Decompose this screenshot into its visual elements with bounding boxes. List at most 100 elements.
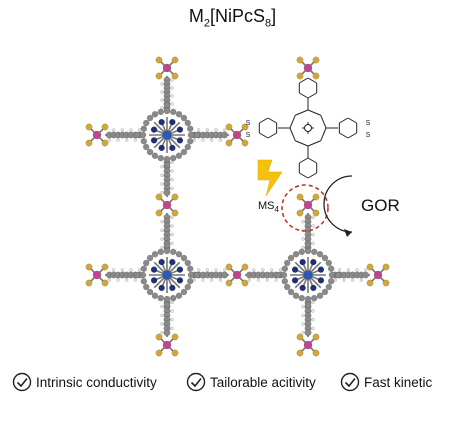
carbon-atom [180, 288, 188, 296]
sulfur-atom [171, 56, 179, 64]
hydrogen-atom [196, 268, 201, 272]
sulfur-atom [225, 139, 233, 147]
nitrogen-atom [299, 284, 306, 292]
hydrogen-atom [160, 98, 164, 102]
carbon-atom [186, 277, 194, 285]
structure-bond [320, 127, 327, 141]
framework-lattice [85, 56, 390, 357]
carbon-atom [292, 250, 300, 258]
sulfur-atom [155, 333, 163, 341]
hydrogen-atom [301, 237, 305, 241]
carbon-atom [328, 271, 336, 279]
structure-bond [320, 115, 327, 129]
carbon-atom [180, 254, 188, 262]
hydrogen-atom [160, 190, 164, 195]
hydrogen-atom [170, 78, 174, 82]
carbon-atom [316, 292, 324, 300]
sulfur-atom [312, 72, 320, 80]
carbon-atom [163, 107, 171, 115]
carbon-atom [334, 271, 342, 279]
sulfur-atom [296, 209, 304, 217]
structure-bond [299, 92, 309, 99]
carbon-atom [292, 292, 300, 300]
lightning-icon [257, 159, 283, 197]
nitrogen-atom [176, 126, 184, 133]
hydrogen-atom [222, 268, 227, 272]
title-sub-1: 2 [203, 17, 210, 30]
hydrogen-atom [311, 241, 315, 246]
carbon-atom [321, 254, 329, 262]
nitrogen-atom [317, 266, 325, 273]
hydrogen-atom [116, 138, 120, 142]
ms4-highlight-ring [281, 184, 329, 232]
carbon-atom [151, 110, 159, 118]
sulfur-atom [171, 72, 179, 80]
structure-bond [259, 132, 269, 139]
carbon-atom [139, 271, 147, 279]
sulfur-atom [241, 263, 249, 271]
sulfur-atom [366, 263, 374, 271]
carbon-atom [180, 114, 188, 122]
carbon-atom [274, 271, 282, 279]
sulfur-atom [171, 333, 179, 341]
sulfur-atom [85, 139, 93, 147]
carbon-atom [146, 148, 154, 156]
carbon-atom [325, 259, 333, 267]
hydrogen-atom [311, 224, 315, 228]
structure-bond [339, 132, 349, 139]
arrowhead-icon [344, 229, 352, 237]
carbon-atom [310, 248, 318, 256]
nitrogen-atom [158, 144, 165, 152]
feature-list: Intrinsic conductivity Tailorable acitiv… [0, 372, 465, 400]
carbon-atom [140, 125, 148, 133]
hydrogen-atom [170, 224, 174, 228]
feature-label: Tailorable acitivity [210, 374, 316, 390]
hydrogen-atom [222, 128, 227, 132]
carbon-atom [304, 247, 312, 255]
carbon-atom [287, 254, 295, 262]
hydrogen-atom [111, 268, 116, 272]
metal-atom [92, 270, 102, 280]
nitrogen-atom [310, 258, 317, 266]
title-main: M [188, 6, 204, 26]
structure-bond [347, 117, 357, 124]
feature-fast-kinetic: Fast kinetic [340, 372, 432, 392]
nitrogen-atom [317, 277, 325, 284]
carbon-atom [169, 154, 177, 162]
hydrogen-atom [170, 326, 174, 331]
hydrogen-atom [170, 177, 174, 182]
metal-atom [162, 63, 172, 73]
carbon-atom [175, 250, 183, 258]
hydrogen-atom [170, 102, 174, 106]
carbon-atom [281, 277, 289, 285]
hydrogen-atom [116, 278, 120, 282]
carbon-atom [163, 189, 171, 197]
nitrogen-atom [310, 284, 317, 292]
metal-atom [373, 270, 383, 280]
carbon-atom [163, 101, 171, 109]
carbon-atom [163, 247, 171, 255]
check-circle-icon [340, 372, 360, 392]
sulfur-atom [296, 72, 304, 80]
feature-intrinsic-conductivity: Intrinsic conductivity [12, 372, 157, 392]
metal-atom [303, 340, 313, 350]
structure-bond [299, 77, 309, 84]
structure-bond [307, 92, 317, 99]
gor-cycle-arrow [323, 175, 353, 233]
hydrogen-atom [160, 82, 164, 86]
hydrogen-atom [311, 232, 315, 237]
carbon-atom [316, 250, 324, 258]
sulfur-atom [241, 279, 249, 287]
hydrogen-atom [346, 268, 351, 272]
carbon-atom [281, 265, 289, 273]
hydrogen-atom [120, 268, 125, 272]
hydrogen-atom [209, 138, 214, 142]
carbon-atom [304, 301, 312, 309]
sulfur-atom [382, 279, 390, 287]
hydrogen-atom [160, 322, 164, 326]
sulfur-atom [101, 123, 109, 131]
sulfur-atom [171, 209, 179, 217]
carbon-atom [283, 283, 291, 291]
hydrogen-atom [107, 278, 112, 282]
carbon-atom [139, 131, 147, 139]
